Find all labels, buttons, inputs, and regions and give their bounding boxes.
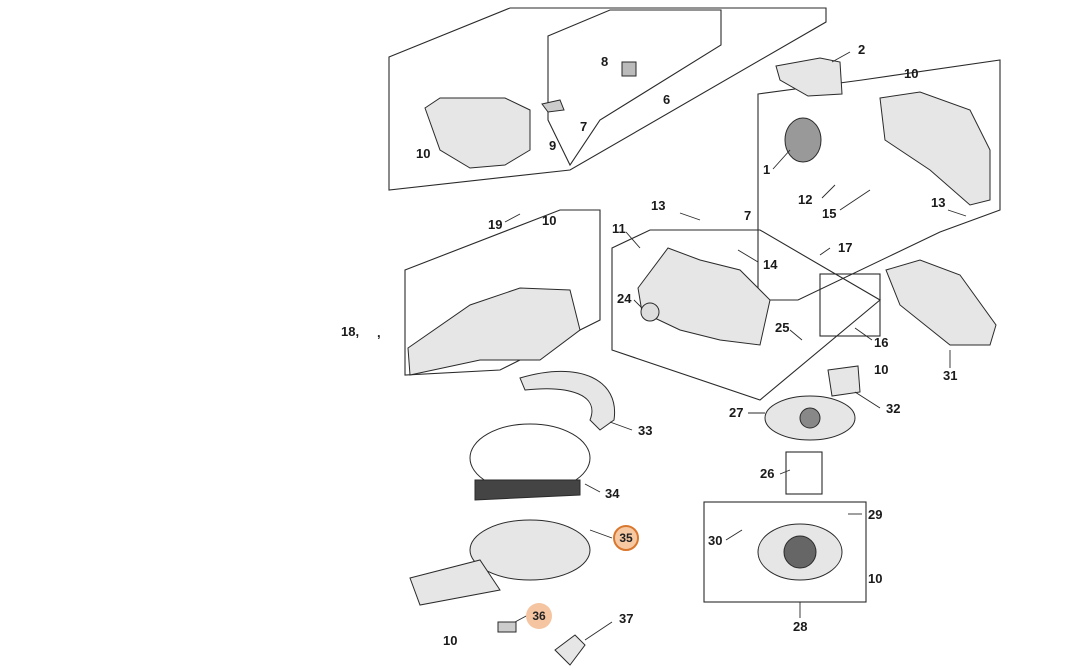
leader-12 bbox=[821, 184, 836, 199]
label-14: 14 bbox=[763, 257, 778, 272]
part-28-grille bbox=[783, 535, 817, 569]
label-30: 30 bbox=[708, 533, 723, 548]
leader-1 bbox=[772, 149, 791, 170]
leader-25 bbox=[789, 329, 803, 341]
label-7-center: 7 bbox=[744, 208, 752, 223]
label-32: 32 bbox=[886, 401, 901, 416]
label-36-text: 36 bbox=[532, 609, 546, 623]
label-29: 29 bbox=[868, 507, 883, 522]
leader-11 bbox=[625, 231, 641, 249]
label-17: 17 bbox=[838, 240, 853, 255]
label-31: 31 bbox=[943, 368, 958, 383]
label-12: 12 bbox=[798, 192, 813, 207]
part-24 bbox=[640, 302, 660, 322]
part-35-spout bbox=[409, 559, 501, 606]
label-19: 19 bbox=[488, 217, 503, 232]
label-11: 11 bbox=[612, 221, 626, 236]
leader-14 bbox=[737, 249, 759, 263]
label-24: 24 bbox=[617, 291, 632, 306]
part-32 bbox=[827, 365, 861, 397]
part-18 bbox=[407, 287, 581, 376]
label-2: 2 bbox=[858, 42, 866, 57]
label-36-highlighted[interactable]: 36 bbox=[526, 603, 552, 629]
leader-33 bbox=[609, 421, 633, 431]
label-27: 27 bbox=[729, 405, 744, 420]
label-18-comma: , bbox=[377, 325, 381, 340]
leader-37 bbox=[584, 621, 613, 641]
part-36 bbox=[497, 621, 517, 633]
label-13-b: 13 bbox=[931, 195, 946, 210]
label-26: 26 bbox=[760, 466, 775, 481]
part-11 bbox=[637, 247, 771, 346]
leader-2 bbox=[831, 51, 851, 63]
leader-13b bbox=[947, 209, 967, 217]
leader-16 bbox=[854, 327, 873, 341]
label-18: 18, bbox=[341, 324, 360, 339]
leader-19 bbox=[504, 213, 521, 223]
label-10-a: 10 bbox=[416, 146, 431, 161]
label-33: 33 bbox=[638, 423, 653, 438]
leader-34 bbox=[584, 483, 601, 493]
part-shroud-right bbox=[879, 91, 991, 206]
part-27-hub bbox=[799, 407, 821, 429]
label-10-c: 10 bbox=[542, 213, 557, 228]
leader-13a bbox=[679, 212, 701, 221]
frame-part-26 bbox=[785, 451, 823, 495]
label-16: 16 bbox=[874, 335, 889, 350]
part-31 bbox=[885, 259, 997, 346]
label-13-a: 13 bbox=[651, 198, 666, 213]
part-8 bbox=[621, 61, 637, 77]
label-37: 37 bbox=[619, 611, 634, 626]
label-10-d: 10 bbox=[874, 362, 889, 377]
frame-part-16 bbox=[819, 273, 881, 337]
label-10-e: 10 bbox=[868, 571, 883, 586]
frame-top-left bbox=[388, 7, 827, 191]
frame-part-28 bbox=[703, 501, 867, 603]
part-33 bbox=[519, 370, 616, 431]
label-9: 9 bbox=[549, 138, 557, 153]
leader-15 bbox=[839, 189, 871, 211]
part-37 bbox=[554, 634, 586, 666]
label-10-f: 10 bbox=[443, 633, 458, 648]
part-34-band bbox=[474, 479, 581, 501]
part-housing-top bbox=[424, 97, 531, 169]
part-35 bbox=[469, 519, 591, 581]
label-34: 34 bbox=[605, 486, 620, 501]
label-15: 15 bbox=[822, 206, 837, 221]
frame-left bbox=[404, 209, 601, 376]
label-7-top: 7 bbox=[580, 119, 588, 134]
leader-35 bbox=[589, 529, 613, 539]
leader-17 bbox=[819, 247, 831, 256]
leader-26 bbox=[779, 469, 791, 475]
leader-32 bbox=[854, 391, 881, 409]
label-35-highlighted[interactable]: 35 bbox=[613, 525, 639, 551]
part-1 bbox=[784, 117, 822, 163]
label-28: 28 bbox=[793, 619, 808, 634]
leader-24 bbox=[633, 299, 643, 309]
label-1: 1 bbox=[763, 162, 771, 177]
label-35-text: 35 bbox=[619, 531, 633, 545]
part-9 bbox=[541, 99, 565, 113]
leader-30 bbox=[725, 529, 743, 541]
label-6: 6 bbox=[663, 92, 671, 107]
part-2 bbox=[775, 57, 843, 97]
label-10-b: 10 bbox=[904, 66, 919, 81]
frame-sub-6 bbox=[547, 9, 722, 167]
leader-36 bbox=[514, 614, 529, 623]
label-8: 8 bbox=[601, 54, 609, 69]
label-25: 25 bbox=[775, 320, 790, 335]
